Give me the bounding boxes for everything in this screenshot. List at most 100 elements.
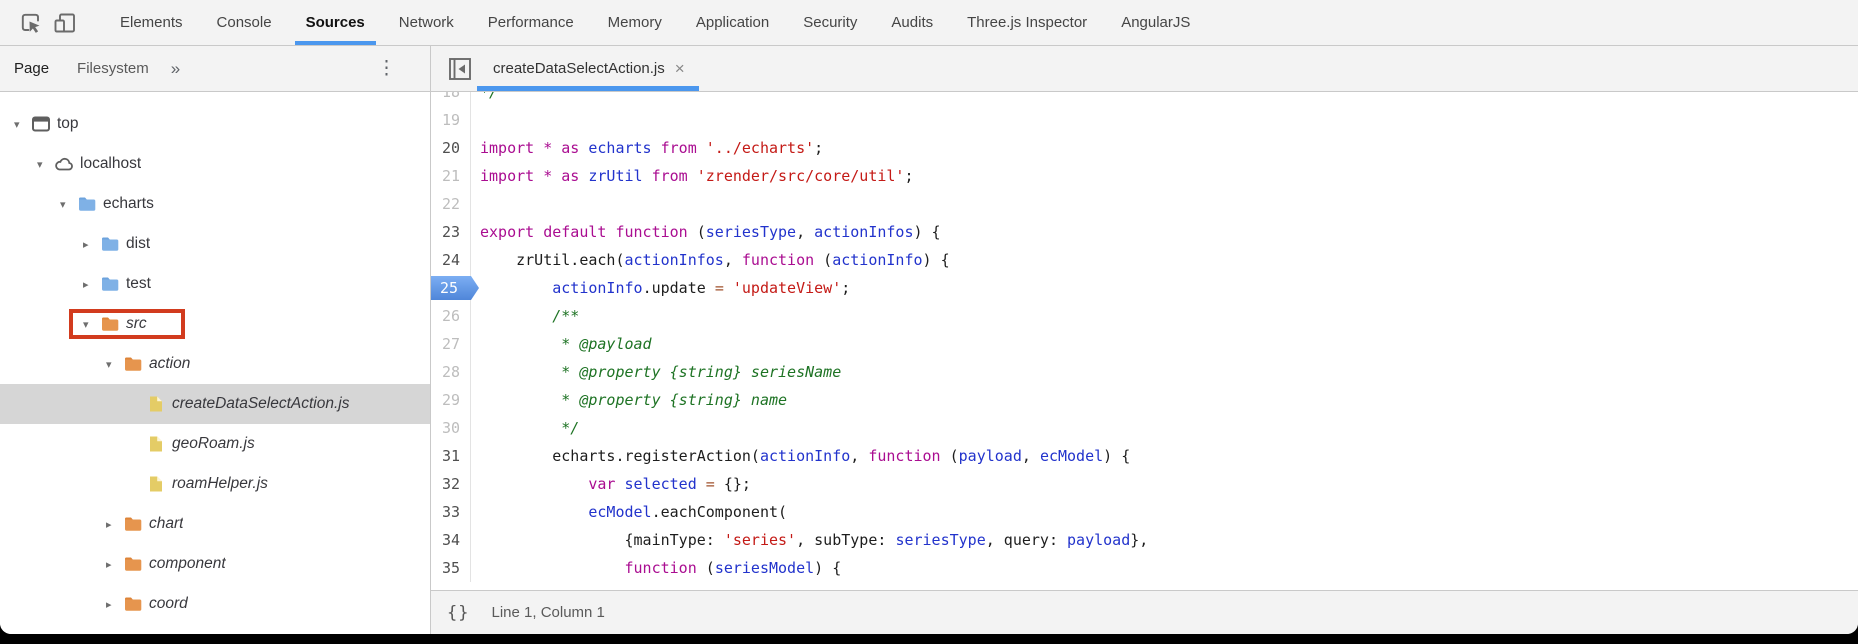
tree-item-localhost[interactable]: ▾localhost (0, 144, 430, 184)
panel-tab-console[interactable]: Console (216, 14, 272, 31)
tree-item-label: echarts (103, 195, 154, 212)
collapsed-arrow-icon[interactable]: ▸ (106, 518, 112, 531)
tree-item-roamhelper-js[interactable]: roamHelper.js (0, 464, 430, 504)
navigator-tabbar: Page Filesystem » ⋮ (0, 46, 430, 92)
code-line-31[interactable]: 31 echarts.registerAction(actionInfo, fu… (431, 442, 1858, 470)
code-line-22[interactable]: 22 (431, 190, 1858, 218)
line-number[interactable]: 33 (431, 498, 471, 526)
overflow-menu-icon[interactable]: ⋮ (377, 58, 396, 79)
line-number[interactable]: 31 (431, 442, 471, 470)
tab-filesystem[interactable]: Filesystem (77, 60, 149, 77)
line-number[interactable]: 21 (431, 162, 471, 190)
tree-item-chart[interactable]: ▸ chart (0, 504, 430, 544)
code-line-23[interactable]: 23 export default function (seriesType, a… (431, 218, 1858, 246)
line-number[interactable]: 28 (431, 358, 471, 386)
collapsed-arrow-icon[interactable]: ▸ (106, 598, 112, 611)
code-line-text: */ (480, 92, 499, 101)
tree-item-georoam-js[interactable]: geoRoam.js (0, 424, 430, 464)
tree-item-label: roamHelper.js (172, 475, 268, 492)
panel-tab-memory[interactable]: Memory (607, 14, 662, 31)
hide-navigator-icon[interactable] (443, 52, 477, 86)
tree-item-top[interactable]: ▾top (0, 104, 430, 144)
device-toolbar-icon[interactable] (48, 6, 82, 40)
file-js-icon (146, 435, 172, 453)
panel-tab-network[interactable]: Network (398, 14, 454, 31)
line-number[interactable]: 24 (431, 246, 471, 274)
devtools-toolbar: Elements Console Sources Network Performance… (0, 0, 1858, 46)
code-line-26[interactable]: 26 /** (431, 302, 1858, 330)
collapsed-arrow-icon[interactable]: ▸ (106, 558, 112, 571)
panel-tab-angularjs[interactable]: AngularJS (1121, 14, 1191, 31)
tree-item-dist[interactable]: ▸dist (0, 224, 430, 264)
tab-page[interactable]: Page (14, 60, 50, 77)
code-line-33[interactable]: 33 ecModel.eachComponent( (431, 498, 1858, 526)
line-number[interactable]: 20 (431, 134, 471, 162)
line-number[interactable]: 34 (431, 526, 471, 554)
file-tab-label: createDataSelectAction.js (493, 60, 665, 77)
tree-item-coord[interactable]: ▸coord (0, 584, 430, 624)
tree-item-echarts[interactable]: ▾ echarts (0, 184, 430, 224)
tree-item-label: chart (149, 515, 184, 532)
expanded-arrow-icon[interactable]: ▾ (60, 198, 66, 211)
expanded-arrow-icon[interactable]: ▾ (37, 158, 43, 171)
tree-item-test[interactable]: ▸test (0, 264, 430, 304)
line-number[interactable]: 22 (431, 190, 471, 218)
panel-tab-sources[interactable]: Sources (289, 0, 382, 45)
panel-tab-audits[interactable]: Audits (891, 14, 934, 31)
more-tabs-icon[interactable]: » (170, 58, 181, 78)
file-tab-createDataSelectAction[interactable]: createDataSelectAction.js × (477, 46, 699, 91)
code-line-text: * @payload (480, 335, 652, 353)
code-line-32[interactable]: 32 var selected = {}; (431, 470, 1858, 498)
line-number[interactable]: 23 (431, 218, 471, 246)
code-line-24[interactable]: 24 zrUtil.each(actionInfos, function (ac… (431, 246, 1858, 274)
cloud-icon (54, 155, 80, 173)
folder-blue-icon (100, 275, 126, 293)
editor-statusbar: {} Line 1, Column 1 (431, 590, 1858, 634)
code-line-30[interactable]: 30 */ (431, 414, 1858, 442)
code-line-text: function (seriesModel) { (624, 559, 842, 577)
close-icon[interactable]: × (674, 59, 685, 78)
expanded-arrow-icon[interactable]: ▾ (14, 118, 20, 131)
line-number[interactable]: 30 (431, 414, 471, 442)
code-line-25[interactable]: 25 actionInfo.update = 'updateView'; (431, 274, 1858, 302)
line-number[interactable]: 29 (431, 386, 471, 414)
line-number[interactable]: 18 (431, 92, 471, 106)
expanded-arrow-icon[interactable]: ▾ (83, 318, 89, 331)
expanded-arrow-icon[interactable]: ▾ (106, 358, 112, 371)
code-line-35[interactable]: 35 function (seriesModel) { (431, 554, 1858, 582)
file-js-icon (146, 395, 172, 413)
code-line-text: export default function (seriesType, act… (480, 223, 941, 241)
tree-item-createdataselectaction-js[interactable]: createDataSelectAction.js (0, 384, 430, 424)
line-number[interactable]: 27 (431, 330, 471, 358)
editor-tabbar: createDataSelectAction.js × (431, 46, 1858, 92)
tree-item-src[interactable]: ▾src (0, 304, 430, 344)
code-line-19[interactable]: 19 (431, 106, 1858, 134)
code-line-28[interactable]: 28 * @property {string} seriesName (431, 358, 1858, 386)
panel-tab-elements[interactable]: Elements (120, 14, 183, 31)
code-line-27[interactable]: 27 * @payload (431, 330, 1858, 358)
tree-item-component[interactable]: ▸component (0, 544, 430, 584)
panel-tab-security[interactable]: Security (803, 14, 858, 31)
code-line-text: * @property {string} name (480, 391, 788, 409)
code-line-34[interactable]: 34 {mainType: 'series', subType: seriesT… (431, 526, 1858, 554)
line-number[interactable]: 19 (431, 106, 471, 134)
active-line-number[interactable]: 25 (431, 274, 479, 302)
line-number[interactable]: 32 (431, 470, 471, 498)
line-number[interactable]: 35 (431, 554, 471, 582)
panel-tab-performance[interactable]: Performance (487, 14, 574, 31)
tree-item-action[interactable]: ▾action (0, 344, 430, 384)
panel-tab-three-js-inspector[interactable]: Three.js Inspector (967, 14, 1088, 31)
folder-orange-icon (123, 355, 149, 373)
code-line-18[interactable]: 18 */ (431, 92, 1858, 106)
pretty-print-icon[interactable]: {} (447, 602, 470, 623)
code-line-text: var selected = {}; (588, 475, 751, 493)
inspect-element-icon[interactable] (14, 6, 48, 40)
panel-tab-application[interactable]: Application (695, 14, 770, 31)
line-number[interactable]: 26 (431, 302, 471, 330)
code-line-29[interactable]: 29 * @property {string} name (431, 386, 1858, 414)
collapsed-arrow-icon[interactable]: ▸ (83, 238, 89, 251)
collapsed-arrow-icon[interactable]: ▸ (83, 278, 89, 291)
